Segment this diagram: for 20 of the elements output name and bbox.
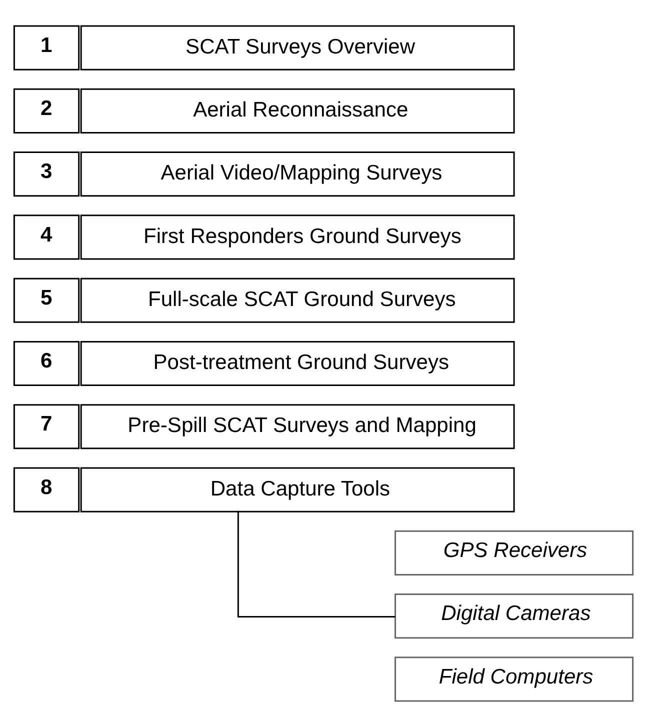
node-box: 2 bbox=[13, 88, 80, 133]
node-box: GPS Receivers bbox=[394, 530, 634, 575]
node-box: Data Capture Tools bbox=[80, 466, 515, 512]
node-box: Post-treatment Ground Surveys bbox=[80, 340, 515, 386]
node-box: 5 bbox=[13, 277, 80, 322]
connector bbox=[237, 510, 396, 618]
node-box: 3 bbox=[13, 151, 80, 196]
node-box: 1 bbox=[13, 24, 80, 70]
node-box: 4 bbox=[13, 214, 80, 260]
node-box: Aerial Reconnaissance bbox=[80, 88, 515, 133]
node-box: 8 bbox=[13, 466, 80, 512]
node-box: Pre-Spill SCAT Surveys and Mapping bbox=[80, 404, 515, 449]
node-box: SCAT Surveys Overview bbox=[80, 24, 515, 70]
node-box: Field Computers bbox=[394, 656, 634, 702]
node-box: First Responders Ground Surveys bbox=[80, 214, 515, 260]
node-box: Full-scale SCAT Ground Surveys bbox=[80, 277, 515, 322]
node-box: 6 bbox=[13, 340, 80, 386]
node-box: Aerial Video/Mapping Surveys bbox=[80, 151, 515, 196]
node-box: Digital Cameras bbox=[394, 593, 634, 638]
node-box: 7 bbox=[13, 404, 80, 449]
